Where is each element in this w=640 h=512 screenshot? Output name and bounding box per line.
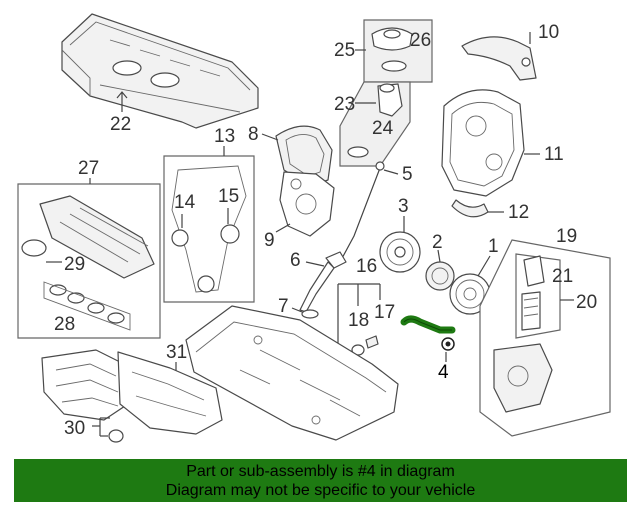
part-30-manifolds [41, 349, 223, 443]
box-13 [163, 155, 255, 303]
part-22-valve-cover [61, 13, 259, 129]
callout-26: 26 [410, 30, 431, 51]
callout-14: 14 [174, 192, 196, 213]
callout-31: 31 [166, 342, 187, 363]
callout-3: 3 [398, 196, 409, 217]
callout-4: 4 [438, 362, 449, 383]
callout-8: 8 [248, 124, 259, 145]
part-17 [365, 335, 379, 349]
parts-diagram: 22 25 26 23 24 10 11 12 [17, 13, 611, 443]
callout-9: 9 [264, 230, 275, 251]
banner-line-disclaimer: Diagram may not be specific to your vehi… [165, 481, 476, 499]
callout-16: 16 [356, 256, 377, 277]
callout-2: 2 [432, 232, 443, 253]
callout-13: 13 [214, 126, 235, 147]
part-4-highlighted [400, 315, 456, 351]
box-27 [17, 183, 161, 339]
callout-30: 30 [64, 418, 85, 439]
callout-20: 20 [576, 292, 597, 313]
box-19 [479, 239, 611, 437]
callout-6: 6 [290, 250, 301, 271]
callout-1: 1 [488, 236, 499, 257]
callout-15: 15 [218, 186, 239, 207]
part-5-dipstick [339, 161, 385, 263]
box-25 [363, 19, 433, 83]
callout-11: 11 [544, 144, 564, 165]
callout-22: 22 [110, 114, 131, 135]
callout-7: 7 [278, 296, 289, 317]
callout-24: 24 [372, 118, 394, 139]
callout-17: 17 [374, 302, 395, 323]
callout-23: 23 [334, 94, 355, 115]
part-10 [461, 36, 537, 81]
part-2 [425, 261, 455, 291]
callout-29: 29 [64, 254, 85, 275]
part-31-oil-pan [185, 305, 399, 441]
info-banner: Part or sub-assembly is #4 in diagram Di… [14, 459, 627, 502]
callout-21: 21 [552, 266, 573, 287]
callout-19: 19 [556, 226, 577, 247]
callout-28: 28 [54, 314, 75, 335]
part-7 [301, 309, 319, 319]
part-12 [451, 199, 489, 218]
part-3 [379, 231, 421, 273]
callout-5: 5 [402, 164, 413, 185]
callout-10: 10 [538, 22, 559, 43]
part-6-tube [299, 251, 347, 313]
banner-line-part-number: Part or sub-assembly is #4 in diagram [186, 462, 455, 480]
part-9 [279, 171, 335, 237]
callout-18: 18 [348, 310, 369, 331]
callout-12: 12 [508, 202, 529, 223]
callout-25: 25 [334, 40, 355, 61]
part-11-timing-cover [441, 89, 525, 197]
callout-27: 27 [78, 158, 99, 179]
